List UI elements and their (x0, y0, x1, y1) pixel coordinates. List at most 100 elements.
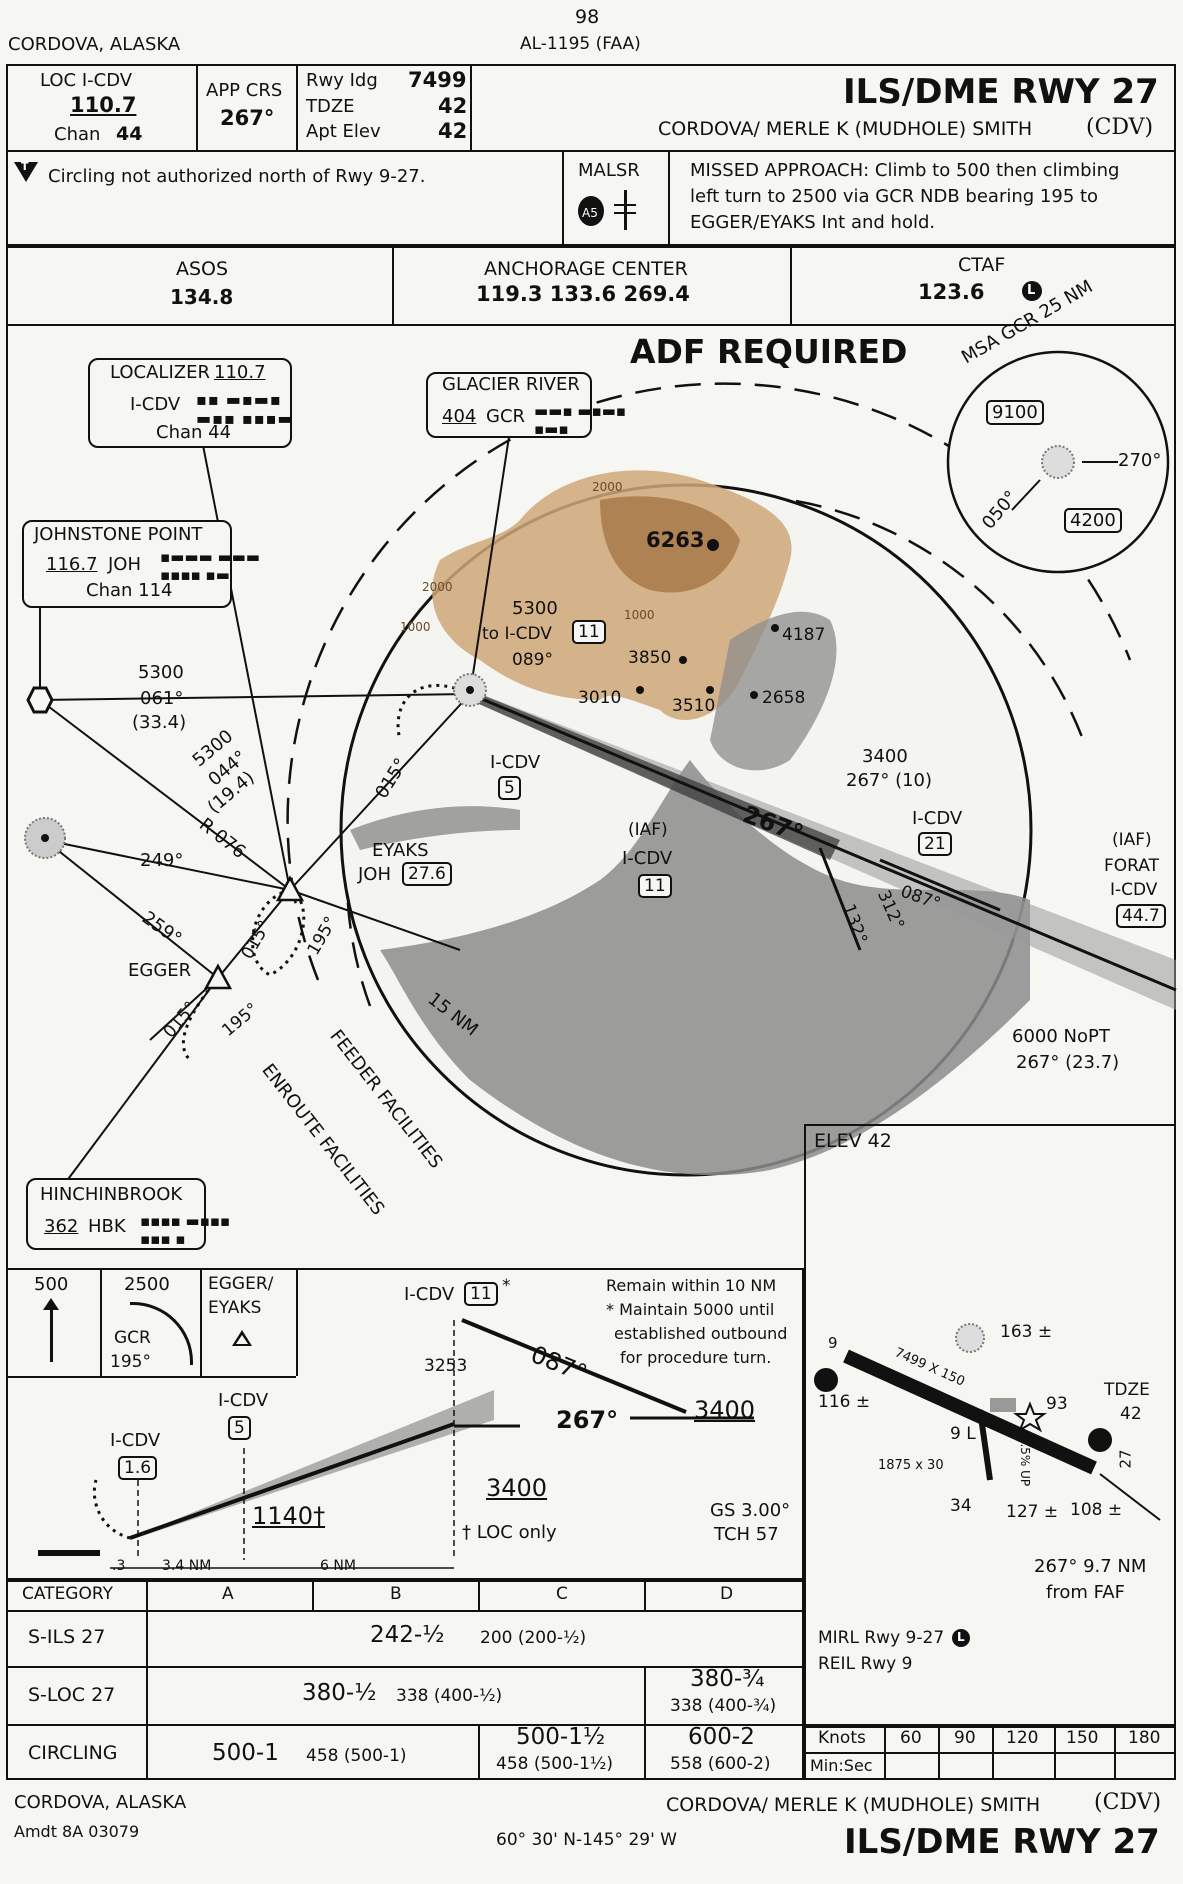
asos-label: ASOS (176, 258, 229, 280)
missed-approach-line: MISSED APPROACH: Climb to 500 then climb… (690, 160, 1120, 181)
approach-lights-icon (578, 196, 604, 226)
asos-frequency: 134.8 (170, 285, 234, 309)
msa-altitude-south: 4200 (1064, 508, 1122, 533)
light-bar (614, 212, 636, 214)
to-icdv-text: to I-CDV (482, 624, 552, 644)
ma-climb-2500: 2500 (124, 1274, 170, 1295)
altitude-3400: 3400 (694, 1396, 756, 1424)
terrain-high-shading (600, 496, 740, 593)
segment-altitude: 3400 (862, 746, 908, 767)
spot-elevation-dot (679, 656, 687, 664)
circling-label: CIRCLING (28, 1742, 118, 1764)
missed-approach-path (92, 1479, 131, 1540)
missed-approach-line: EGGER/EYAKS Int and hold. (690, 212, 936, 233)
divider (938, 1724, 940, 1780)
ctaf-symbol: L (1027, 283, 1036, 298)
t-symbol: T (21, 160, 29, 173)
from-faf-arrow (1099, 1473, 1161, 1521)
tdze-label: TDZE (306, 96, 355, 117)
morse-code-icon: ▪▪▪▪ ▬▪▪▪▪▪▪ ▪ (140, 1212, 231, 1248)
feeder-route (39, 693, 471, 701)
eyaks-dme: 27.6 (402, 862, 452, 886)
johnstone-title: JOHNSTONE POINT (34, 524, 203, 545)
hinchinbrook-callout (26, 1178, 206, 1250)
runway-9-27 (843, 1349, 1097, 1475)
faf-distance-sub: from FAF (1046, 1582, 1125, 1603)
icdv11-dme: 11 (464, 1282, 498, 1306)
route-course: 061° (140, 688, 184, 709)
callout-leader (199, 429, 291, 891)
sloc-hat-abc: 338 (400-½) (396, 1686, 503, 1706)
msa-bearing-270: 270° (1118, 450, 1162, 471)
forat-dme: 44.7 (1116, 904, 1166, 928)
obstacle-116: 116 ± (818, 1392, 871, 1412)
glacier-river-callout (426, 372, 592, 438)
divider (644, 1580, 646, 1610)
category-c: C (556, 1584, 568, 1604)
speed-value: 60 (900, 1728, 922, 1748)
icdv11-ident: I-CDV (404, 1284, 455, 1305)
contour-label: 2000 (422, 580, 453, 594)
footer-title: ILS/DME RWY 27 (844, 1822, 1160, 1862)
divider (668, 150, 670, 246)
remain-note: established outbound (614, 1324, 788, 1343)
divider (992, 1724, 994, 1780)
feeder-route (44, 839, 291, 891)
divider (296, 1268, 298, 1376)
circling-note: Circling not authorized north of Rwy 9-2… (48, 166, 426, 187)
divider (100, 1268, 102, 1376)
divider (6, 150, 1176, 152)
spot-elevation: 6263 (646, 528, 705, 552)
sils-minimum: 242-½ (370, 1622, 445, 1648)
feeder-route (39, 699, 291, 891)
secondary-runway-dims: 1875 x 30 (878, 1458, 944, 1473)
coordinates: 60° 30' N-145° 29' W (496, 1830, 677, 1850)
eyaks-name: EYAKS (372, 840, 429, 861)
tdze-label: TDZE (1104, 1380, 1150, 1400)
runway-secondary (977, 1409, 993, 1481)
egger-label: EGGER (128, 960, 192, 981)
remain-note: for procedure turn. (620, 1348, 772, 1367)
rwy-ldg-value: 7499 (408, 68, 467, 92)
category-d: D (720, 1584, 734, 1604)
climb-arrow-icon (50, 1302, 53, 1362)
johnstone-ident: JOH (108, 554, 142, 575)
morse-code-icon: ▪▪ ▬▪▬▪▬▪▪ ▪▪▪▬ (196, 390, 294, 428)
spot-elevation: 4187 (782, 625, 826, 645)
t-restriction-icon (14, 162, 38, 182)
iaf-label: (IAF) (628, 820, 668, 840)
divider (146, 1580, 148, 1780)
divider (478, 1724, 480, 1780)
divider (470, 64, 472, 150)
faf-distance: 267° 9.7 NM (1034, 1556, 1147, 1577)
tdze-value: 42 (1120, 1404, 1142, 1424)
sloc-hat-d: 338 (400-¾) (670, 1696, 777, 1716)
localizer-callout (88, 358, 292, 448)
feeder-route (59, 977, 219, 1191)
spot-elevation-dot (706, 686, 714, 694)
divider (312, 1580, 314, 1610)
altitude-3400: 3400 (486, 1474, 548, 1502)
spot-elevation: 3850 (628, 648, 672, 668)
course-249: 249° (140, 850, 184, 871)
loc-label: LOC I-CDV (40, 70, 133, 91)
document-id: AL-1195 (FAA) (520, 34, 641, 54)
pilot-controlled-lighting-icon (952, 1629, 970, 1647)
approach-lights-bar-icon (624, 190, 627, 230)
approach-lights-icon (1088, 1428, 1112, 1452)
spot-elevation-dot (771, 624, 779, 632)
contour-label: 1000 (400, 620, 431, 634)
rwy-ldg-label: Rwy Idg (306, 70, 378, 91)
divider (200, 1268, 202, 1376)
enroute-boundary-arc (345, 493, 1087, 1007)
city-state: CORDOVA, ALASKA (8, 34, 181, 55)
remain-note: * Maintain 5000 until (606, 1300, 775, 1319)
segment-course: 267° (10) (846, 770, 933, 791)
category-b: B (390, 1584, 402, 1604)
chan-label: Chan (54, 124, 101, 145)
icdv5-ident: I-CDV (218, 1390, 269, 1411)
glacier-freq: 404 (442, 406, 477, 427)
divider (6, 1724, 804, 1726)
light-bar (614, 204, 636, 206)
apt-elev-value: 42 (438, 119, 468, 143)
